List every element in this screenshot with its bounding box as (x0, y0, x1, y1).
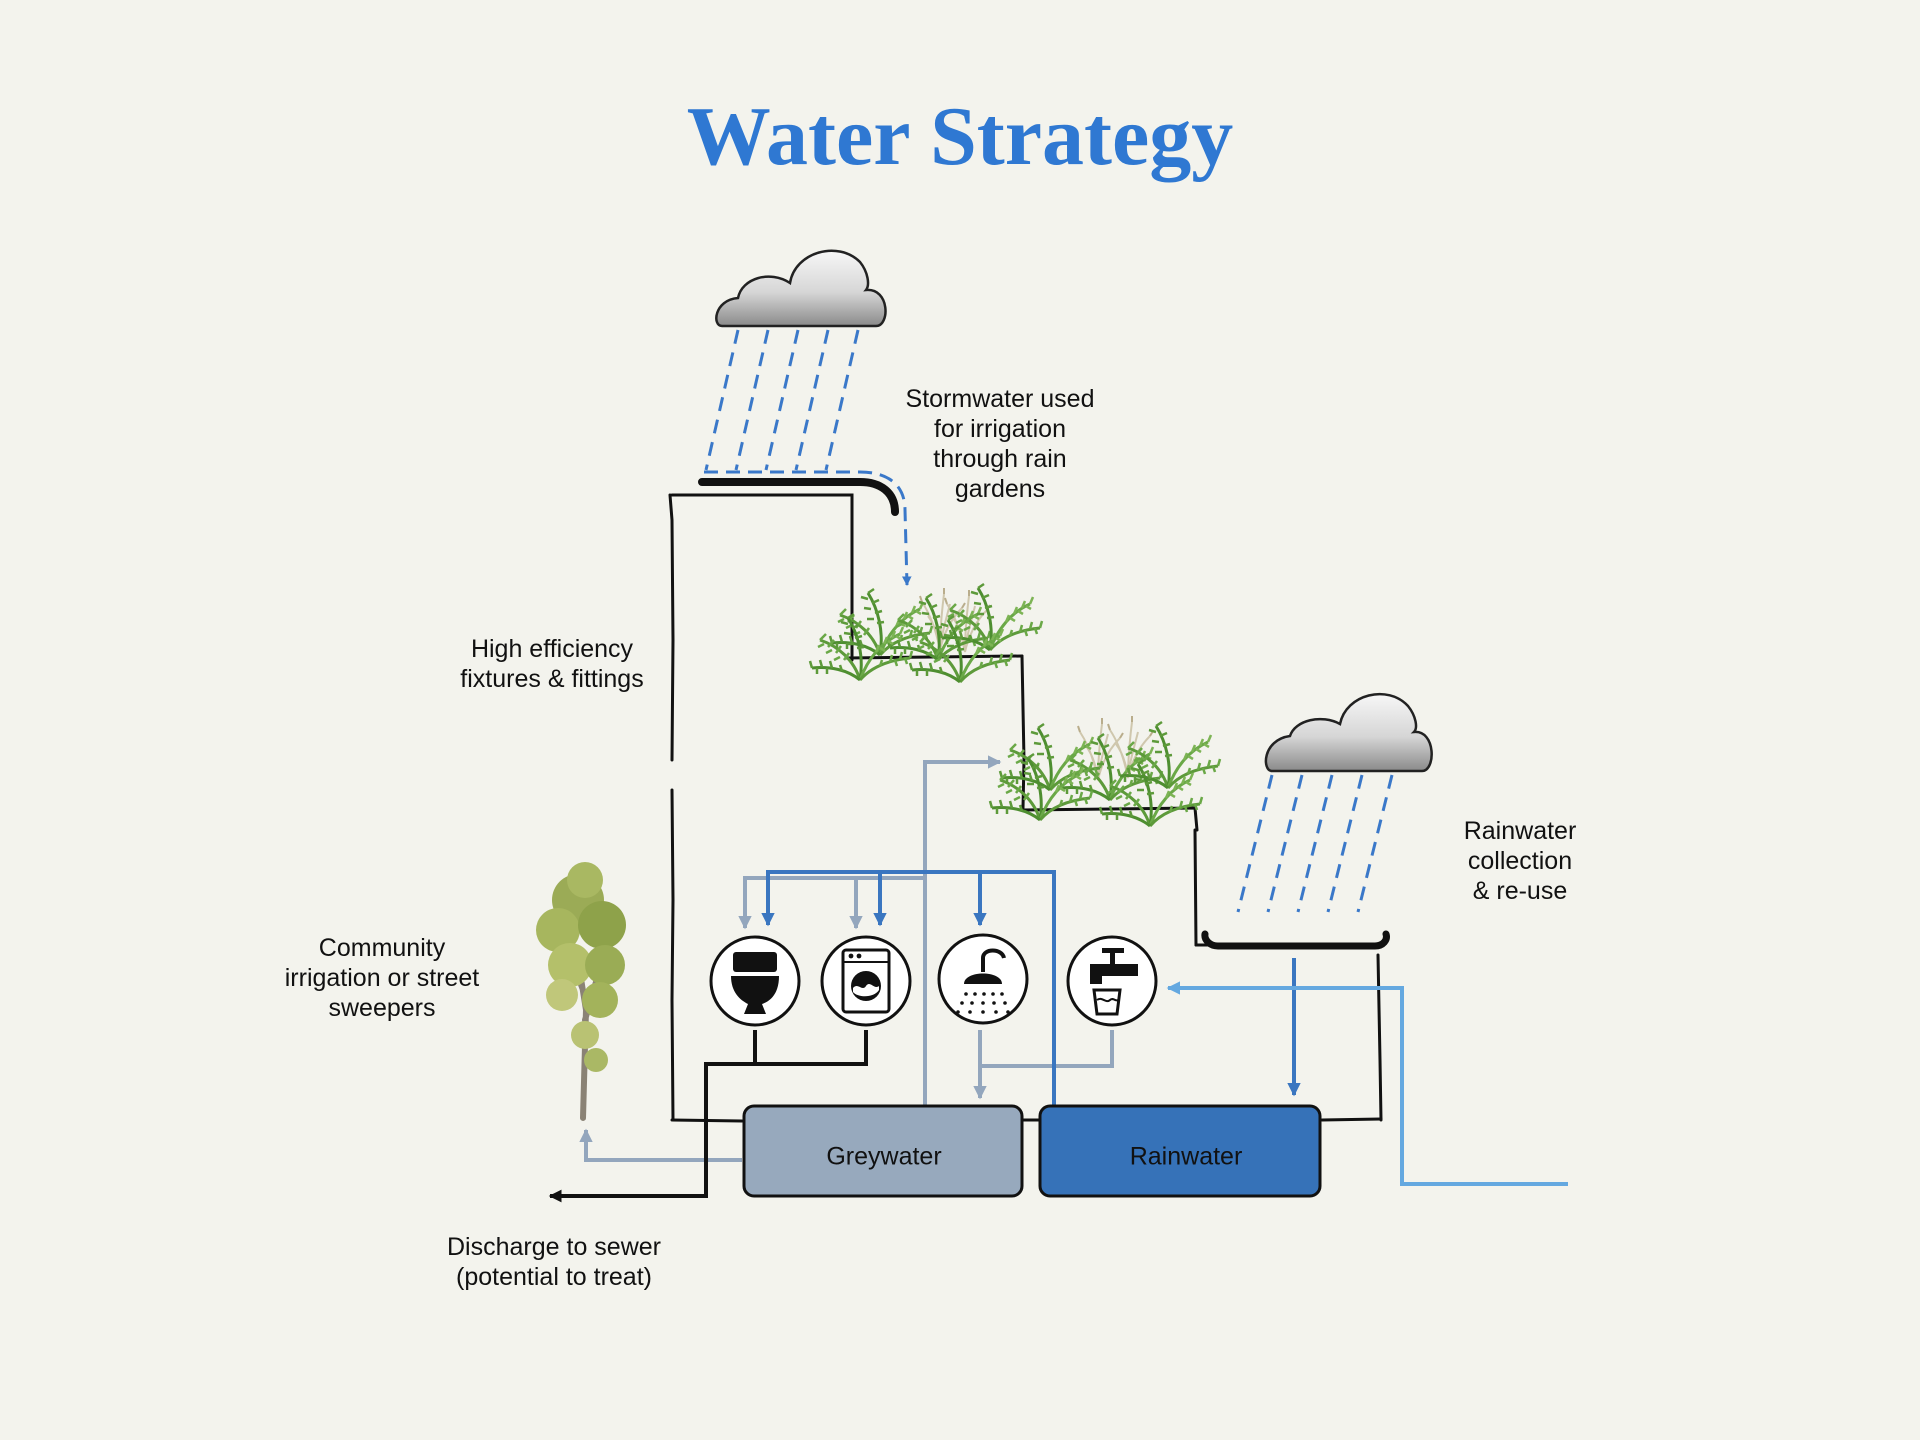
stormwater-flow (704, 470, 912, 586)
mains-water-line (1166, 981, 1568, 1186)
cloud-icon (715, 249, 887, 328)
community-label-line: irrigation or street (284, 964, 480, 992)
stormwater-label-line: gardens (954, 475, 1046, 503)
building-outline (668, 493, 1383, 1123)
shower-icon (937, 933, 1029, 1025)
rainwater-collection-label-line: collection (1467, 847, 1573, 875)
rainwater-collection-label: Rainwater collection & re-use (1400, 816, 1640, 906)
tap-icon (1066, 935, 1158, 1027)
rainwater-supply-lines (761, 870, 1301, 1108)
rainwater-collection-label-line: Rainwater (1463, 817, 1577, 845)
rainwater-tank-label: Rainwater (1130, 1143, 1243, 1171)
stormwater-label: Stormwater used for irrigation through r… (880, 384, 1120, 504)
fixtures-label-line: High efficiency (470, 635, 634, 663)
rain-icon-right (1236, 774, 1394, 913)
plant-icon (808, 582, 1222, 828)
rainwater-collection-label-line: & re-use (1472, 877, 1568, 905)
rain-icon (704, 329, 860, 471)
greywater-tank-label: Greywater (826, 1143, 941, 1171)
fixtures-label: High efficiency fixtures & fittings (432, 634, 672, 694)
rainwater-collection-tray (1201, 930, 1390, 950)
discharge-label-line: Discharge to sewer (447, 1233, 661, 1261)
stormwater-label-line: through rain (933, 445, 1067, 473)
rainwater-tank: Rainwater (1038, 1104, 1322, 1198)
tree-icon (536, 862, 626, 1121)
fixtures-label-line: fixtures & fittings (460, 665, 644, 693)
community-label-line: sweepers (328, 994, 436, 1022)
stormwater-label-line: Stormwater used (905, 385, 1095, 413)
discharge-label-line: (potential to treat) (456, 1263, 652, 1291)
sewer-discharge-line (548, 1030, 868, 1203)
roof-gutter-top (698, 478, 899, 516)
cloud-icon-right (1264, 692, 1433, 773)
community-label-line: Community (318, 934, 446, 962)
stormwater-label-line: for irrigation (934, 415, 1066, 443)
greywater-supply-lines (579, 755, 1114, 1162)
page-title: Water Strategy (686, 90, 1234, 183)
community-label: Community irrigation or street sweepers (262, 933, 502, 1023)
discharge-label: Discharge to sewer (potential to treat) (414, 1232, 694, 1292)
washing-machine-icon (820, 935, 912, 1027)
toilet-icon (709, 935, 801, 1027)
greywater-tank: Greywater (742, 1104, 1024, 1198)
